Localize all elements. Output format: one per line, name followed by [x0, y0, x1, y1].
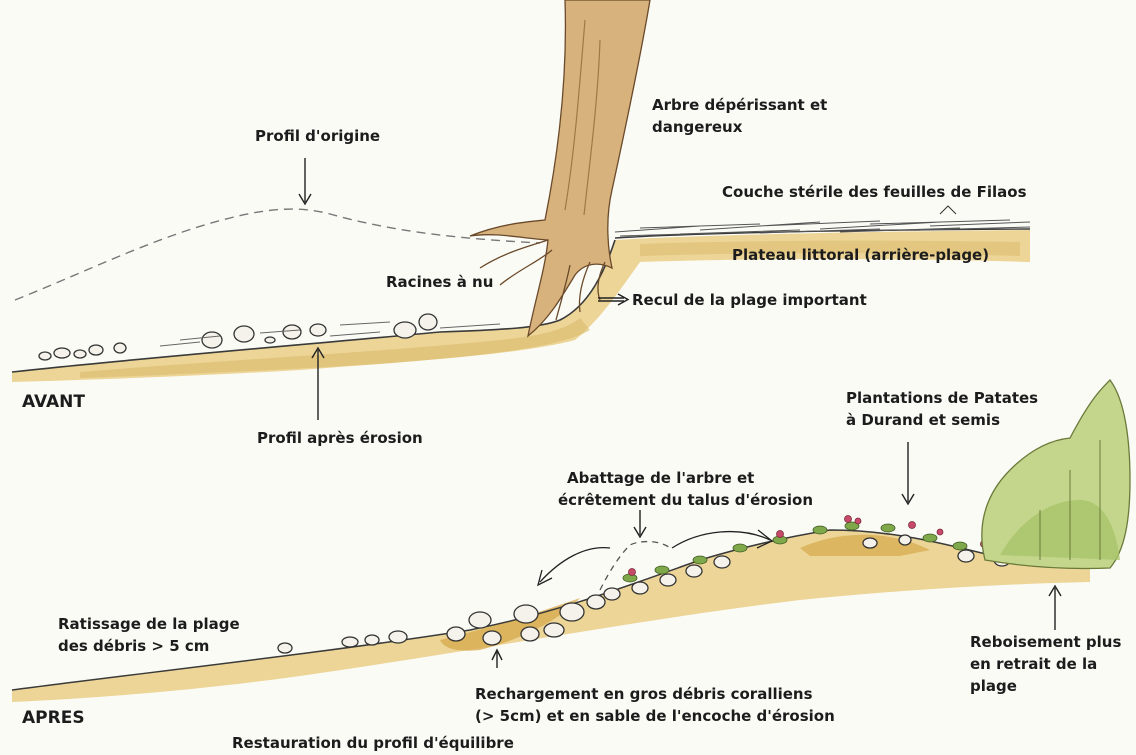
label-ratissage-line2: des débris > 5 cm: [58, 636, 209, 656]
label-abattage-line2: écrêtement du talus d'érosion: [558, 490, 813, 510]
label-plateau-littoral: Plateau littoral (arrière-plage): [732, 245, 989, 265]
label-couche-sterile: Couche stérile des feuilles de Filaos: [722, 182, 1027, 202]
label-reboisement-line3: plage: [970, 676, 1017, 696]
label-racines: Racines à nu: [386, 272, 493, 292]
section-label-apres: APRES: [22, 708, 85, 728]
label-abattage-line1: Abattage de l'arbre et: [567, 468, 754, 488]
label-plantations-line2: à Durand et semis: [846, 410, 1000, 430]
label-reboisement-line2: en retrait de la: [970, 654, 1097, 674]
reforestation-bushes: [982, 380, 1130, 569]
arrow-abattage-left: [540, 548, 610, 582]
label-profil-origine: Profil d'origine: [255, 126, 380, 146]
label-plantations-line1: Plantations de Patates: [846, 388, 1038, 408]
label-rechargement-line1: Rechargement en gros débris coralliens: [475, 684, 813, 704]
label-arbre-line2: dangereux: [652, 117, 742, 137]
label-arbre-line1: Arbre dépérissant et: [652, 95, 827, 115]
label-rechargement-line2: (> 5cm) et en sable de l'encoche d'érosi…: [475, 706, 835, 726]
label-profil-apres-erosion: Profil après érosion: [257, 428, 423, 448]
label-restauration: Restauration du profil d'équilibre: [232, 733, 514, 753]
section-label-avant: AVANT: [22, 392, 85, 412]
label-ratissage-line1: Ratissage de la plage: [58, 614, 240, 634]
label-reboisement-line1: Reboisement plus: [970, 632, 1121, 652]
label-recul-plage: Recul de la plage important: [632, 290, 867, 310]
